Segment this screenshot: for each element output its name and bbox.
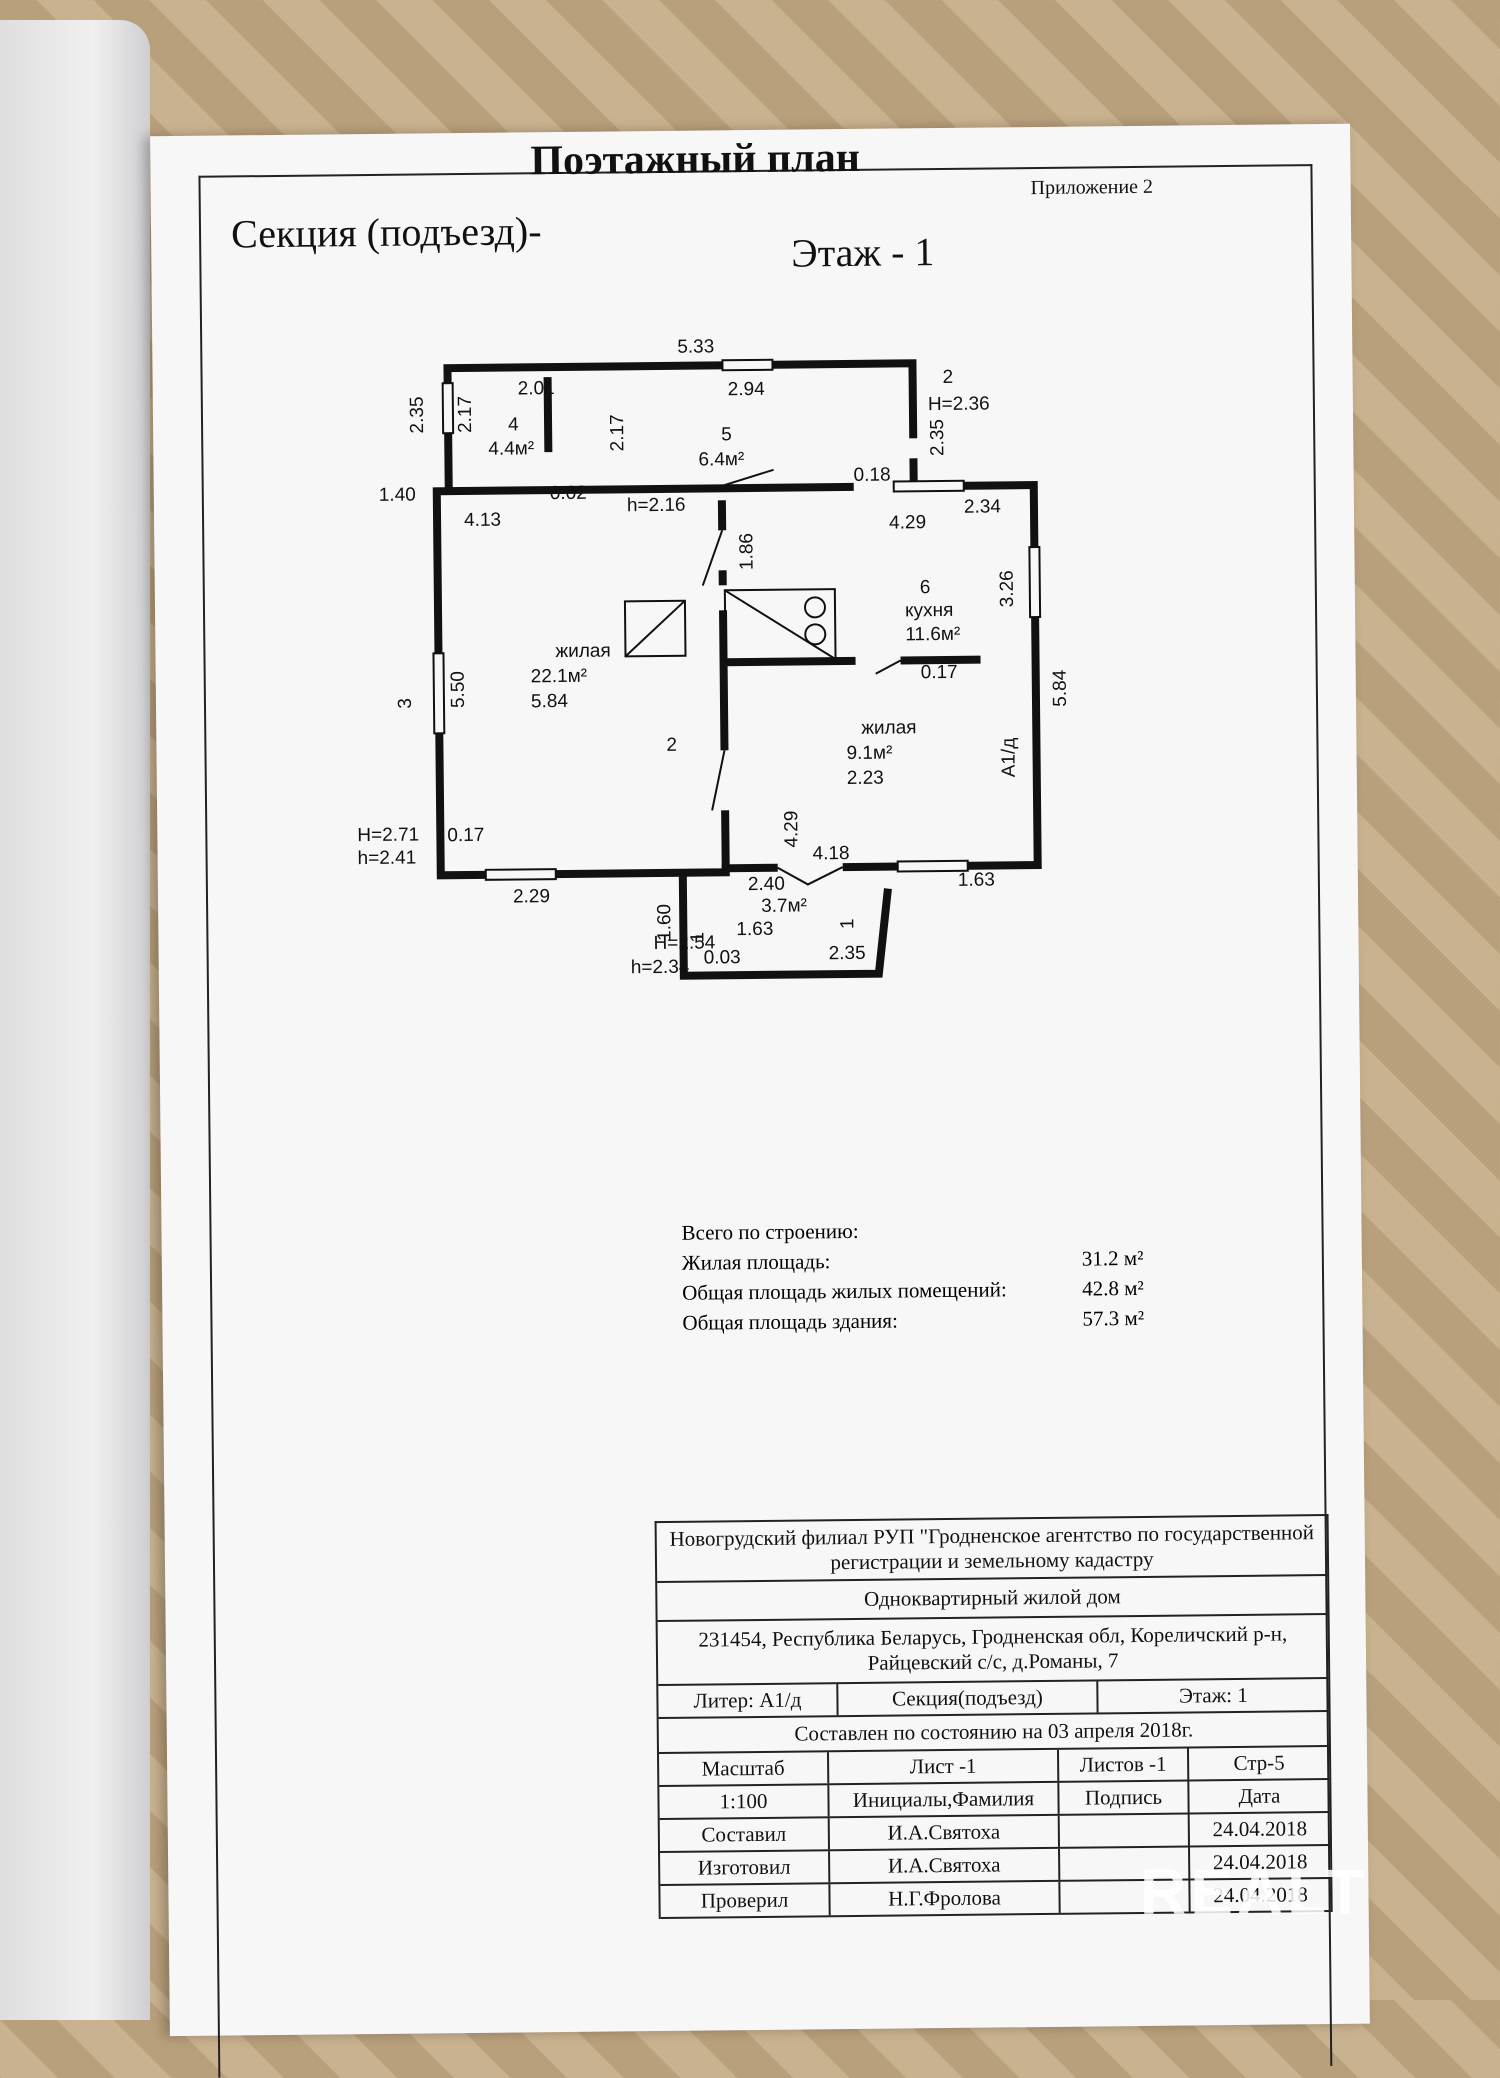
totals-row: Общая площадь здания:57.3 м² bbox=[682, 1305, 1145, 1335]
dim-label: 0.17 bbox=[921, 662, 958, 683]
room-area: 6.4м² bbox=[698, 449, 744, 470]
dim-label: 5.33 bbox=[677, 336, 714, 357]
dim-label: 5.50 bbox=[448, 671, 469, 708]
room-name: 9.1м² bbox=[846, 743, 892, 764]
dim-label: 4.13 bbox=[464, 510, 501, 531]
dim-label: 4.18 bbox=[812, 843, 849, 864]
dim-label: 1 bbox=[687, 932, 708, 943]
dim-label: 4.29 bbox=[889, 512, 926, 533]
dim-label: 1.63 bbox=[958, 869, 995, 890]
room-number: Н=2.54 bbox=[653, 932, 715, 954]
totals-row: Жилая площадь:31.2 м² bbox=[681, 1245, 1144, 1275]
doors bbox=[701, 468, 902, 886]
dim-label: 2.01 bbox=[518, 378, 555, 399]
wall-interior bbox=[543, 377, 981, 873]
dim-label: 2.35 bbox=[829, 943, 866, 964]
dim-label: 0.18 bbox=[854, 465, 891, 486]
windows bbox=[432, 358, 1042, 881]
dim-label: 2.35 bbox=[927, 419, 948, 456]
signature bbox=[1059, 1814, 1190, 1847]
liter-label: Н=2.71 bbox=[357, 825, 419, 847]
wall-porch bbox=[678, 872, 892, 980]
dim-label: 2.94 bbox=[728, 379, 766, 400]
room-area: 5.84 bbox=[531, 691, 569, 712]
dim-label: 2.34 bbox=[964, 496, 1002, 517]
floor-plan: 5.33 2.01 2.94 2 Н=2.36 2.35 2.17 4 4.4м… bbox=[357, 336, 1071, 980]
dim-label: 1.60 bbox=[654, 904, 675, 941]
stamp-address: 231454, Республика Беларусь, Гродненская… bbox=[657, 1615, 1329, 1687]
dim-label: 2 bbox=[942, 367, 953, 388]
dim-label: h=2.41 bbox=[357, 848, 416, 870]
watermark-logo: REALT bbox=[1140, 1856, 1369, 1928]
dim-label: 2.29 bbox=[513, 886, 550, 907]
left-page-edge bbox=[0, 20, 150, 2020]
room-number: 5 bbox=[721, 424, 732, 445]
room-number: 4 bbox=[508, 414, 519, 435]
dim-label: 0.02 bbox=[550, 483, 587, 504]
dim-label: 0.17 bbox=[447, 825, 484, 846]
dim-label: 2 bbox=[666, 735, 677, 756]
dim-label: 3.26 bbox=[997, 570, 1018, 607]
dim-label: 3 bbox=[395, 698, 416, 709]
room-area: 1.63 bbox=[736, 919, 773, 940]
dim-label: 1 bbox=[837, 918, 858, 929]
dim-label: 2.40 bbox=[748, 874, 785, 895]
room-number: жилая bbox=[555, 640, 610, 662]
dim-label: 2.35 bbox=[407, 396, 428, 433]
room-number: 3.7м² bbox=[761, 895, 807, 916]
dim-label: h=2.16 bbox=[627, 495, 686, 517]
dim-label: Н=2.36 bbox=[928, 394, 990, 416]
dim-label: А1/д bbox=[998, 738, 1019, 778]
totals-row: Общая площадь жилых помещений:42.8 м² bbox=[682, 1275, 1144, 1305]
dimension-labels: 5.33 2.01 2.94 2 Н=2.36 2.35 2.17 4 4.4м… bbox=[357, 336, 1071, 979]
dim-label: 0.03 bbox=[704, 947, 741, 968]
dim-label: 1.40 bbox=[379, 485, 416, 506]
room-name: кухня bbox=[905, 600, 954, 622]
room-name: 22.1м² bbox=[531, 666, 588, 688]
room-number: жилая bbox=[861, 717, 916, 739]
dim-label: 2.17 bbox=[455, 396, 476, 433]
dim-label: 1.86 bbox=[736, 533, 757, 570]
wall-outline bbox=[432, 359, 1042, 880]
area-totals: Всего по строению: Жилая площадь:31.2 м²… bbox=[681, 1213, 1144, 1338]
stamp-org: Новогрудский филиал РУП "Гродненское аге… bbox=[656, 1516, 1328, 1584]
dim-label: 4.29 bbox=[781, 811, 802, 848]
room-area: 11.6м² bbox=[905, 624, 960, 646]
room-number: 6 bbox=[920, 577, 931, 598]
dim-label: 2.17 bbox=[607, 414, 628, 451]
dim-label: h=2.34 bbox=[631, 957, 690, 979]
document-sheet: Поэтажный план Приложение 2 Секция (подъ… bbox=[150, 123, 1370, 2078]
room-area: 2.23 bbox=[847, 768, 884, 789]
stove bbox=[623, 588, 837, 662]
dim-label: 5.84 bbox=[1050, 669, 1071, 707]
room-area: 4.4м² bbox=[488, 438, 534, 459]
totals-heading: Всего по строению: bbox=[681, 1218, 859, 1245]
